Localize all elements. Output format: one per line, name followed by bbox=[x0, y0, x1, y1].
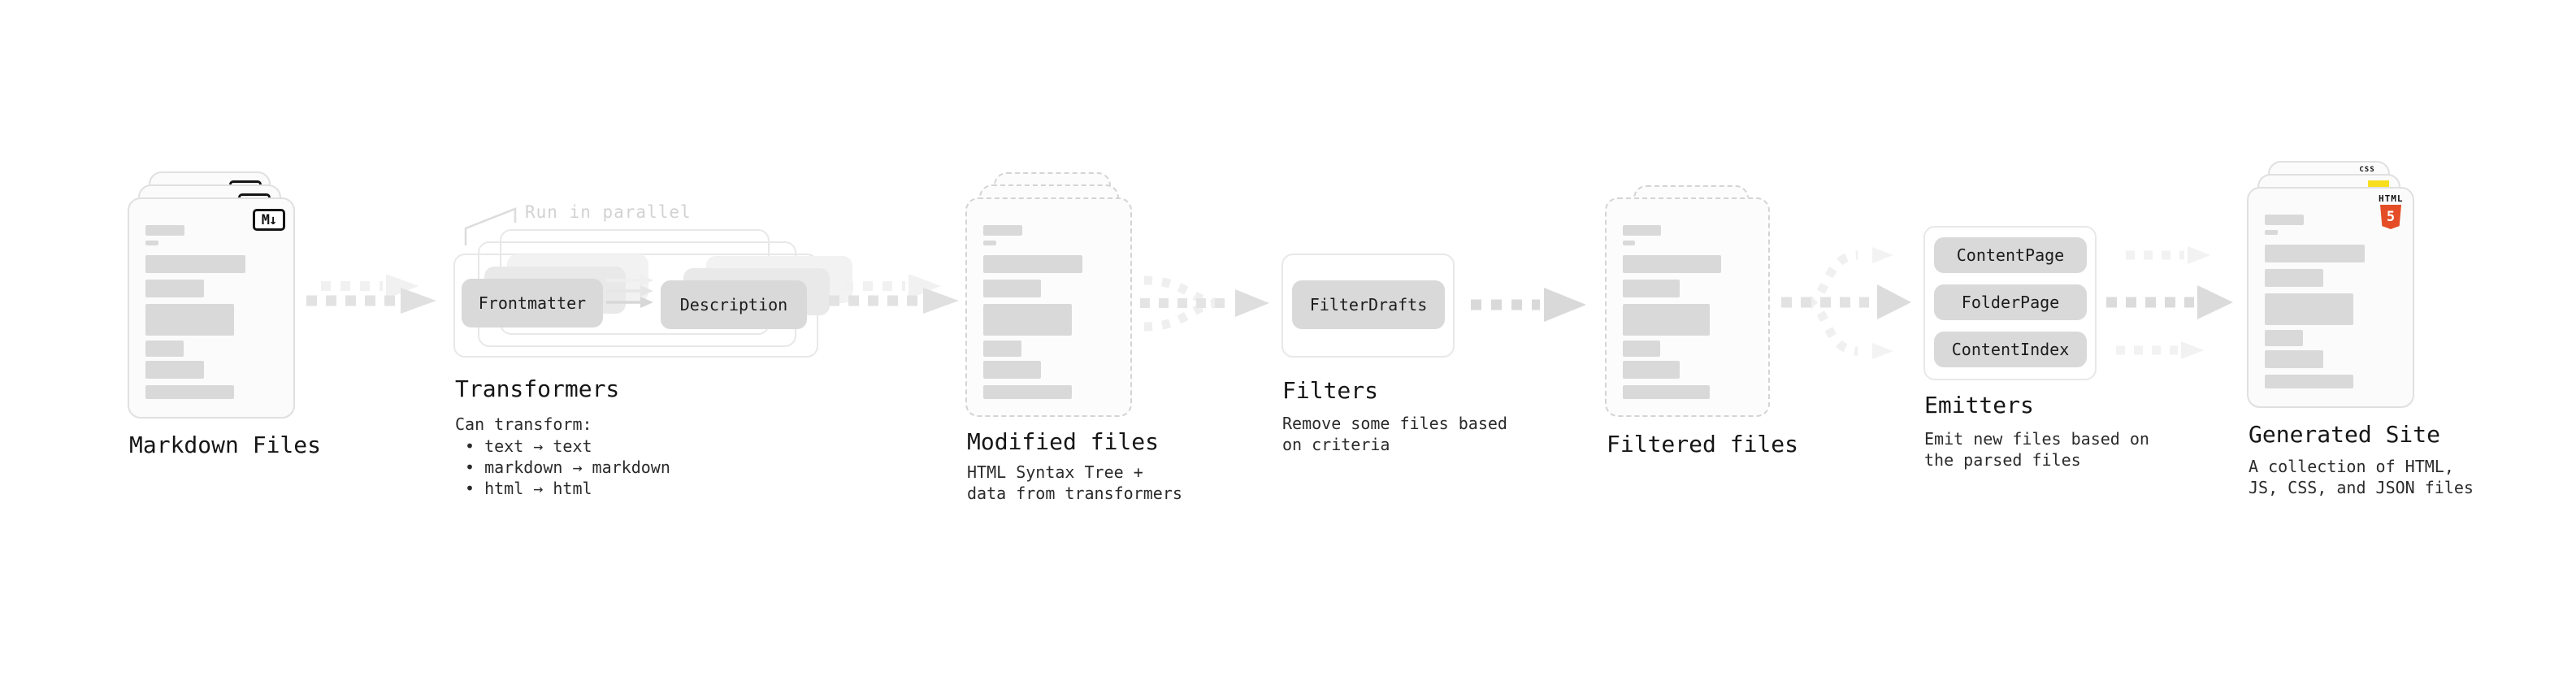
doc-placeholder-line bbox=[1623, 241, 1636, 245]
modified-files-desc: HTML Syntax Tree + bbox=[967, 462, 1143, 482]
modified-files-label: Modified files bbox=[967, 428, 1160, 455]
document-placeholder-lines bbox=[983, 225, 1109, 399]
doc-placeholder-line bbox=[983, 255, 1083, 273]
html5-icon-label: HTML bbox=[2379, 193, 2404, 204]
arrow-transformers-to-modified-icon bbox=[829, 274, 959, 314]
doc-placeholder-line bbox=[145, 340, 184, 357]
generated-site-label: Generated Site bbox=[2249, 421, 2441, 448]
doc-placeholder-line bbox=[145, 280, 204, 297]
doc-placeholder-line bbox=[983, 361, 1042, 379]
doc-placeholder-line bbox=[2265, 350, 2323, 368]
markdown-files-label: Markdown Files bbox=[129, 432, 322, 458]
doc-placeholder-line bbox=[2265, 245, 2366, 262]
filters-label: Filters bbox=[1282, 377, 1379, 404]
doc-placeholder-line bbox=[2265, 293, 2354, 325]
transformers-bullet: • text → text bbox=[465, 436, 592, 456]
doc-placeholder-line bbox=[2265, 230, 2278, 235]
doc-placeholder-line bbox=[145, 225, 185, 236]
description-pill: Description bbox=[661, 280, 807, 329]
doc-placeholder-line bbox=[1623, 361, 1680, 379]
doc-placeholder-line bbox=[1623, 255, 1721, 273]
doc-placeholder-line bbox=[983, 241, 996, 245]
modified-files-desc: data from transformers bbox=[967, 484, 1182, 503]
doc-placeholder-line bbox=[1623, 340, 1660, 357]
arrow-markdown-to-transformers-icon bbox=[306, 274, 436, 314]
doc-placeholder-line bbox=[2265, 330, 2303, 346]
contentindex-pill: ContentIndex bbox=[1934, 332, 2087, 367]
transformers-label: Transformers bbox=[455, 375, 620, 402]
emitters-desc: Emit new files based on bbox=[1924, 429, 2149, 449]
html5-shield: 5 bbox=[2380, 205, 2401, 229]
filtered-file-card-front bbox=[1605, 197, 1770, 417]
markdown-icon: M↓ bbox=[253, 209, 285, 231]
transformers-bullet: • html → html bbox=[465, 479, 592, 498]
html5-icon: HTML 5 bbox=[2379, 194, 2403, 229]
generated-site-desc: A collection of HTML, bbox=[2249, 457, 2454, 476]
doc-placeholder-line bbox=[145, 385, 235, 399]
doc-placeholder-line bbox=[1623, 225, 1662, 236]
doc-placeholder-line bbox=[145, 255, 246, 273]
arrow-modified-to-filters-icon bbox=[1140, 275, 1269, 332]
emitters-desc: the parsed files bbox=[1924, 450, 2081, 470]
css-icon-label: CSS bbox=[2359, 166, 2375, 174]
doc-placeholder-line bbox=[983, 304, 1072, 336]
generated-site-desc: JS, CSS, and JSON files bbox=[2249, 478, 2474, 497]
doc-placeholder-line bbox=[1623, 280, 1680, 297]
emitters-label: Emitters bbox=[1924, 392, 2034, 419]
document-placeholder-lines bbox=[1623, 225, 1747, 399]
doc-placeholder-line bbox=[983, 225, 1023, 236]
doc-placeholder-line bbox=[145, 304, 235, 336]
folderpage-pill: FolderPage bbox=[1934, 284, 2087, 320]
doc-placeholder-line bbox=[2265, 375, 2354, 388]
doc-placeholder-line bbox=[145, 361, 204, 379]
doc-placeholder-line bbox=[145, 241, 158, 245]
transformers-bullet: • markdown → markdown bbox=[465, 458, 670, 477]
run-in-parallel-leader-line bbox=[464, 207, 517, 245]
markdown-file-card-front: M↓ bbox=[128, 197, 295, 419]
arrow-filtered-to-emitters-icon bbox=[1781, 247, 1911, 359]
transformers-desc-title: Can transform: bbox=[455, 414, 592, 434]
doc-placeholder-line bbox=[2265, 215, 2305, 225]
doc-placeholder-line bbox=[1623, 385, 1711, 399]
arrow-filters-to-filtered-icon bbox=[1471, 288, 1586, 322]
arrow-emitters-to-generated-icon bbox=[2106, 246, 2233, 359]
contentpage-pill: ContentPage bbox=[1934, 237, 2087, 273]
run-in-parallel-note: Run in parallel bbox=[525, 202, 692, 222]
frontmatter-pill: Frontmatter bbox=[462, 279, 603, 327]
filterdrafts-pill: FilterDrafts bbox=[1292, 280, 1445, 329]
doc-placeholder-line bbox=[983, 340, 1021, 357]
filtered-files-label: Filtered files bbox=[1607, 431, 1799, 458]
transform-arrows-icon bbox=[606, 275, 653, 308]
document-placeholder-lines bbox=[2265, 215, 2392, 388]
document-placeholder-lines bbox=[145, 225, 272, 399]
doc-placeholder-line bbox=[1623, 304, 1711, 336]
doc-placeholder-line bbox=[983, 385, 1072, 399]
filters-desc: on criteria bbox=[1282, 435, 1390, 454]
doc-placeholder-line bbox=[983, 280, 1042, 297]
generated-file-card-html: HTML 5 bbox=[2247, 187, 2414, 408]
doc-placeholder-line bbox=[2265, 269, 2323, 287]
js-icon bbox=[2368, 180, 2389, 189]
filters-desc: Remove some files based bbox=[1282, 414, 1507, 433]
modified-file-card-front bbox=[965, 197, 1132, 417]
